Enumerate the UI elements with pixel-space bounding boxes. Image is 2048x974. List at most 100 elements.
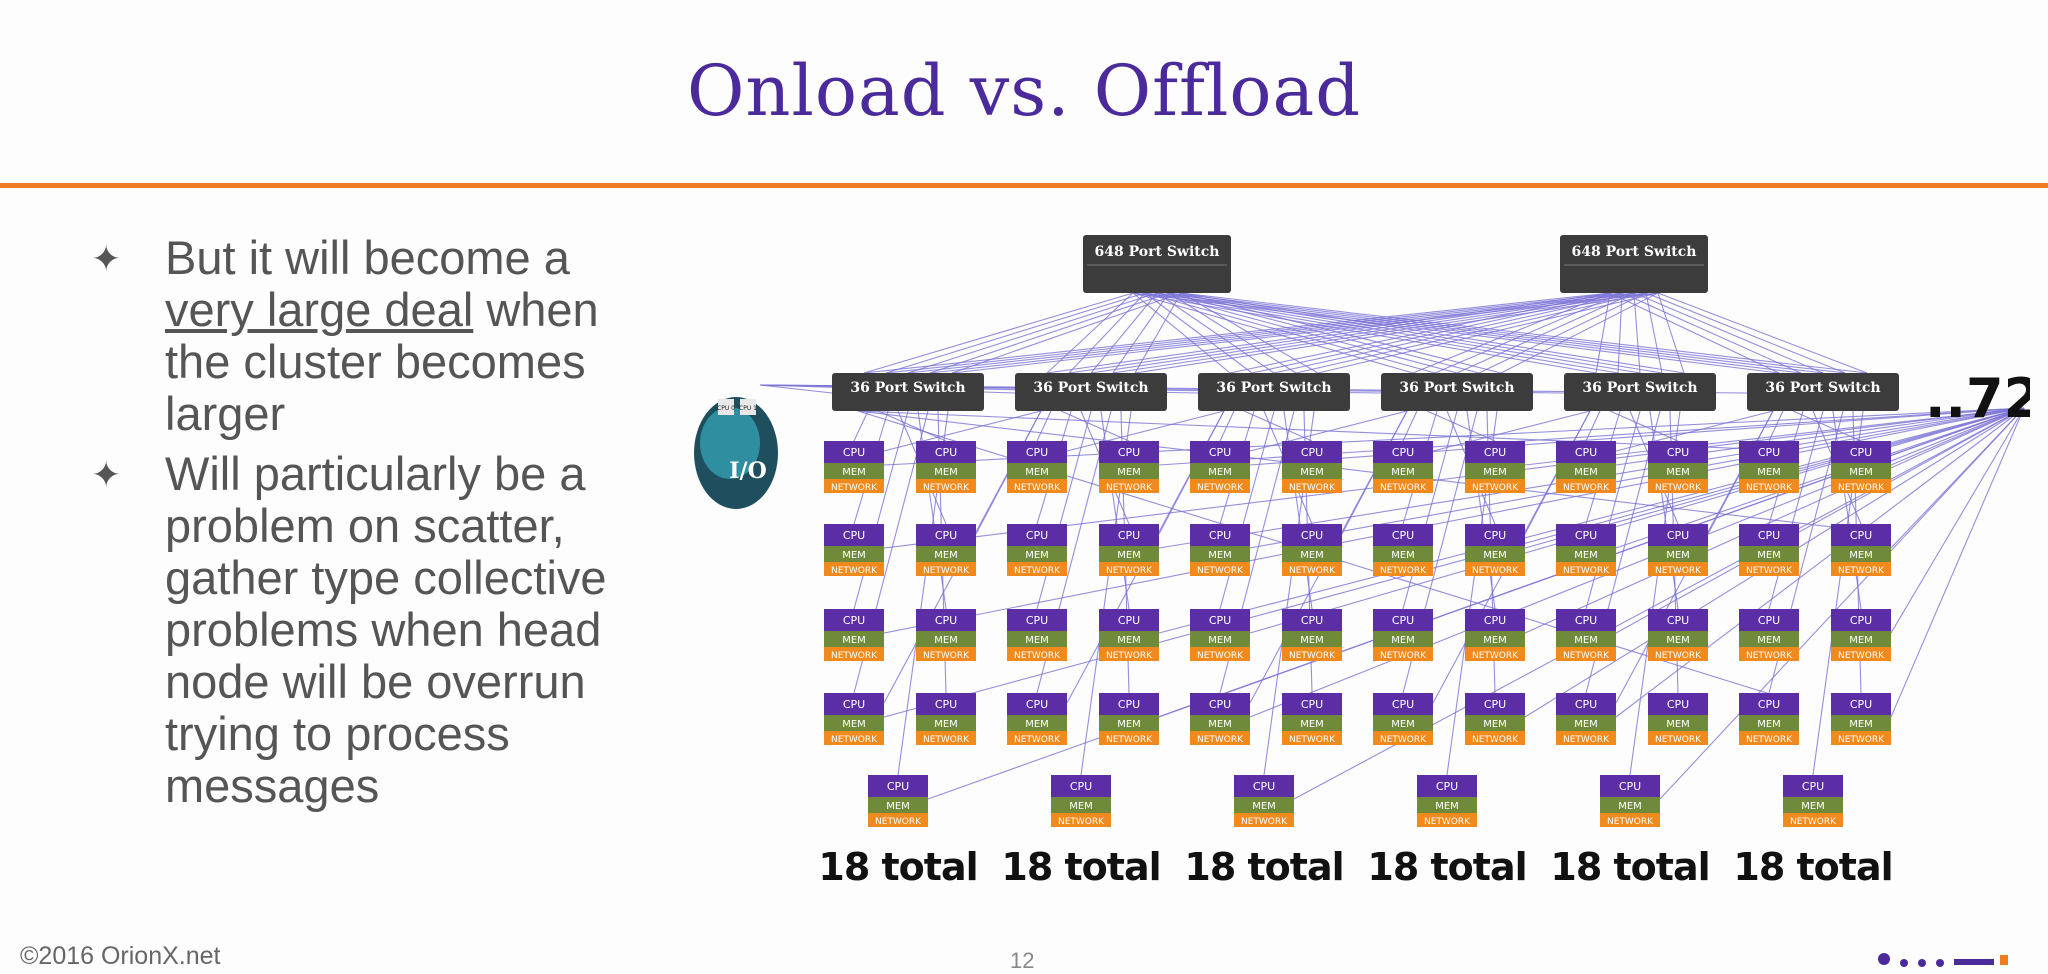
network-label: NETWORK xyxy=(1472,651,1519,661)
link-line xyxy=(1156,292,1275,374)
cpu-label: CPU xyxy=(1850,698,1872,711)
link-line xyxy=(1060,410,1130,442)
bullet-emphasis: very large deal xyxy=(165,283,474,336)
mem-block xyxy=(1099,715,1159,731)
network-block xyxy=(1465,479,1525,493)
mem-label: MEM xyxy=(1574,635,1598,646)
mem-block xyxy=(1556,546,1616,562)
network-label: NETWORK xyxy=(1106,566,1153,576)
network-block xyxy=(1099,479,1159,493)
network-block xyxy=(1051,813,1111,827)
link-line xyxy=(907,292,1158,374)
mem-block xyxy=(1556,631,1616,647)
link-line xyxy=(1283,410,1313,610)
mem-label: MEM xyxy=(1757,635,1781,646)
mem-label: MEM xyxy=(934,467,958,478)
cpu-label: CPU xyxy=(1301,614,1323,627)
mem-label: MEM xyxy=(1391,635,1415,646)
link-line xyxy=(1585,410,1601,442)
cpu-label: CPU xyxy=(1301,529,1323,542)
head-chip xyxy=(718,399,734,415)
mem-block xyxy=(1831,546,1891,562)
bullet-text-start: But it will become a xyxy=(165,231,570,284)
cpu-label: CPU xyxy=(843,614,865,627)
network-label: NETWORK xyxy=(1380,566,1427,576)
cpu-block xyxy=(1282,693,1342,715)
link-line xyxy=(1402,410,1458,610)
cpu-label: CPU xyxy=(1575,614,1597,627)
mem-block xyxy=(1600,797,1660,813)
network-block xyxy=(1648,647,1708,661)
mem-block xyxy=(916,715,976,731)
link-line xyxy=(1068,292,1623,374)
cpu-label: CPU xyxy=(1301,698,1323,711)
mem-block xyxy=(1373,546,1433,562)
network-label: NETWORK xyxy=(1014,651,1061,661)
cpu-block xyxy=(1007,609,1067,631)
cpu-block xyxy=(1190,609,1250,631)
network-label: NETWORK xyxy=(1424,817,1471,827)
mem-block xyxy=(1831,463,1891,479)
mem-block xyxy=(1282,463,1342,479)
cpu-label: CPU xyxy=(1392,529,1414,542)
cpu-label: CPU xyxy=(1026,698,1048,711)
link-line xyxy=(883,407,2025,466)
network-label: NETWORK xyxy=(923,483,970,493)
link-line xyxy=(1412,292,1611,374)
mem-block xyxy=(1099,631,1159,647)
logo-dot xyxy=(1936,959,1944,967)
network-block xyxy=(1282,479,1342,493)
network-label: NETWORK xyxy=(1472,735,1519,745)
network-block xyxy=(1099,562,1159,576)
link-line xyxy=(1478,292,1647,374)
mem-label: MEM xyxy=(934,635,958,646)
leaf-switch-label: 36 Port Switch xyxy=(850,380,965,396)
network-label: NETWORK xyxy=(1838,566,1885,576)
network-block xyxy=(824,647,884,661)
mem-block xyxy=(1190,631,1250,647)
cpu-block xyxy=(824,524,884,546)
network-label: NETWORK xyxy=(923,735,970,745)
cpu-label: CPU xyxy=(1758,446,1780,459)
head-node-face xyxy=(700,407,760,479)
mem-block xyxy=(1282,715,1342,731)
cpu-block xyxy=(1282,609,1342,631)
cpu-block xyxy=(1465,609,1525,631)
mem-label: MEM xyxy=(1574,719,1598,730)
cpu-label: CPU xyxy=(1575,698,1597,711)
link-line xyxy=(1249,407,2025,718)
cpu-block xyxy=(1648,609,1708,631)
cpu-label: CPU xyxy=(935,446,957,459)
network-block xyxy=(1648,479,1708,493)
mem-block xyxy=(1373,715,1433,731)
link-line xyxy=(883,407,2025,549)
link-line xyxy=(759,384,833,394)
link-line xyxy=(1273,292,1635,374)
link-line xyxy=(917,410,947,610)
cpu-label: CPU xyxy=(1436,780,1458,793)
link-line xyxy=(1466,410,1496,610)
network-block xyxy=(1600,813,1660,827)
cpu-label: CPU xyxy=(1209,446,1231,459)
mem-label: MEM xyxy=(1483,719,1507,730)
leaf-switch-label: 36 Port Switch xyxy=(1582,380,1697,396)
link-line xyxy=(1249,407,2025,634)
cpu-block xyxy=(1051,775,1111,797)
link-line xyxy=(1615,407,2025,718)
link-line xyxy=(1609,292,1780,374)
mem-block xyxy=(916,546,976,562)
link-line xyxy=(1112,292,1647,374)
cpu-block xyxy=(868,775,928,797)
network-label: NETWORK xyxy=(1380,651,1427,661)
network-block xyxy=(1373,562,1433,576)
link-line xyxy=(1134,292,1659,374)
group-total-label: 18 total xyxy=(1733,845,1892,889)
mem-block xyxy=(1739,546,1799,562)
link-line xyxy=(1890,407,2025,466)
network-label: NETWORK xyxy=(1746,651,1793,661)
cpu-block xyxy=(916,693,976,715)
network-label: NETWORK xyxy=(1790,817,1837,827)
cpu-label: CPU xyxy=(1667,698,1689,711)
network-block xyxy=(1282,647,1342,661)
cpu-label: CPU xyxy=(843,529,865,542)
